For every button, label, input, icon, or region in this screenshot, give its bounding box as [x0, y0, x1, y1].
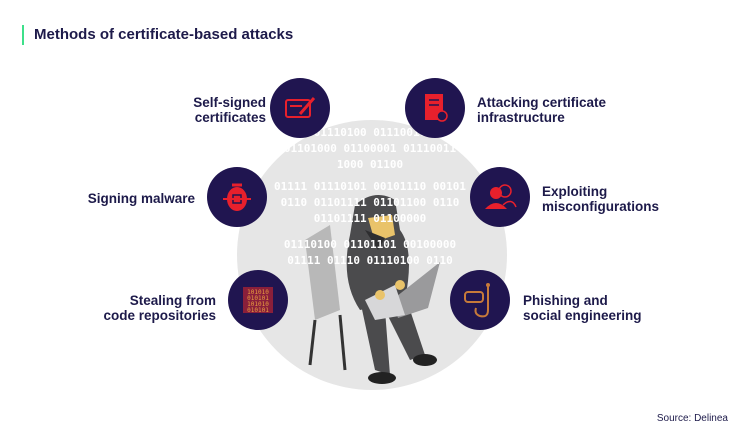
- document-icon: [405, 78, 465, 138]
- label-line: social engineering: [523, 308, 642, 323]
- svg-text:101010: 101010: [247, 301, 269, 308]
- page-title: Methods of certificate-based attacks: [22, 25, 293, 45]
- svg-text:010101: 010101: [247, 307, 269, 314]
- source-note: Source: Delinea: [656, 413, 728, 424]
- label-line: Stealing from: [129, 293, 216, 308]
- svg-text:101010: 101010: [247, 289, 269, 296]
- label-line: Phishing and: [523, 293, 608, 308]
- hacker-illustration: [305, 195, 440, 384]
- users-icon: [470, 167, 530, 227]
- label-signing-malware: Signing malware: [60, 191, 195, 206]
- svg-text:010101: 010101: [247, 295, 269, 302]
- label-line: Attacking certificate: [477, 95, 607, 110]
- label-line: Self-signed: [193, 95, 266, 110]
- label-line: Signing malware: [87, 191, 195, 206]
- label-line: certificates: [194, 110, 266, 125]
- label-line: infrastructure: [477, 110, 565, 125]
- label-line: code repositories: [103, 308, 216, 323]
- label-line: misconfigurations: [542, 199, 660, 214]
- label-line: Exploiting: [542, 184, 608, 199]
- bug-icon: [207, 167, 267, 227]
- fishing-hook-icon: [450, 270, 510, 330]
- signed-certificate-icon: [270, 78, 330, 138]
